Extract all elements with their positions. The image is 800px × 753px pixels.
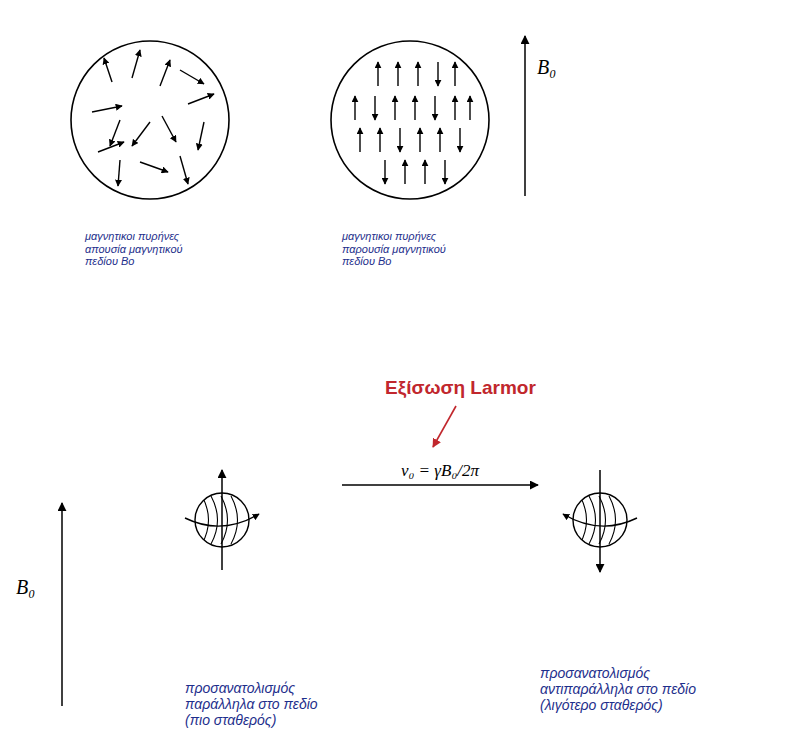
spin-arrow bbox=[414, 96, 415, 120]
spin-arrow bbox=[132, 122, 150, 146]
nuclei-circle bbox=[331, 41, 489, 199]
spin-arrow bbox=[377, 62, 378, 86]
spin-arrow bbox=[404, 160, 405, 184]
spin-axis bbox=[221, 470, 223, 570]
equation-title: Εξίσωση Larmor bbox=[385, 377, 536, 399]
spin-arrow bbox=[180, 156, 188, 184]
precession-arrow bbox=[563, 514, 637, 526]
nuclei-group: μαγνητικοι πυρήνες απουσία μαγνητικού πε… bbox=[70, 40, 230, 200]
spin-arrow bbox=[162, 116, 176, 142]
node-caption: προσανατολισμός παράλληλα στο πεδίο (πιο… bbox=[185, 680, 335, 728]
spin-arrow bbox=[140, 162, 168, 172]
equation: ν₀ = γB₀/2π bbox=[399, 461, 481, 481]
spin-arrow bbox=[118, 160, 120, 186]
node-caption: μαγνητικοι πυρήνες απουσία μαγνητικού πε… bbox=[85, 230, 215, 268]
precession-arrow bbox=[185, 514, 259, 526]
node-caption: μαγνητικοι πυρήνες παρουσία μαγνητικού π… bbox=[342, 230, 472, 268]
sphere-shading bbox=[211, 496, 218, 544]
circle-outline bbox=[330, 40, 490, 200]
spin-arrow bbox=[419, 128, 420, 152]
sphere-outline bbox=[560, 465, 640, 580]
spin-axis bbox=[599, 470, 601, 572]
spin-arrow bbox=[198, 122, 204, 150]
spin-arrow bbox=[444, 160, 445, 184]
sphere-shading bbox=[580, 496, 587, 544]
spin-arrow bbox=[132, 50, 140, 78]
spin-arrow bbox=[417, 62, 418, 86]
spin-arrow bbox=[399, 128, 400, 152]
sphere-shading bbox=[589, 496, 596, 544]
nucleus-node: προσανατολισμός παράλληλα στο πεδίο (πιο… bbox=[182, 465, 262, 580]
spin-arrow bbox=[394, 96, 395, 120]
field-arrow bbox=[61, 503, 63, 706]
spin-arrow bbox=[98, 142, 124, 152]
transition-arrow bbox=[342, 484, 538, 486]
nuclei-group: μαγνητικοι πυρήνες παρουσία μαγνητικού π… bbox=[330, 40, 490, 200]
spin-arrow bbox=[454, 96, 455, 120]
sphere-shading bbox=[231, 496, 238, 544]
spin-arrow bbox=[434, 96, 435, 120]
nucleus-node: προσανατολισμός αντιπαράλληλα στο πεδίο … bbox=[560, 465, 640, 580]
spin-arrow bbox=[104, 58, 112, 82]
spin-arrow bbox=[110, 120, 120, 146]
spin-arrow bbox=[180, 70, 204, 84]
spin-arrow bbox=[354, 96, 355, 120]
spin-arrow bbox=[459, 128, 460, 152]
spin-arrow bbox=[384, 160, 385, 184]
leader-line bbox=[433, 406, 456, 447]
spin-arrow bbox=[424, 160, 425, 184]
spin-arrow bbox=[469, 96, 470, 120]
field-arrow bbox=[524, 36, 526, 196]
nuclei-circle bbox=[71, 41, 229, 199]
spin-arrow bbox=[454, 62, 455, 86]
spin-arrow bbox=[397, 62, 398, 86]
field-label: B₀ bbox=[537, 56, 556, 79]
sphere-shading bbox=[202, 496, 209, 544]
spin-arrow bbox=[160, 60, 170, 86]
sphere-outline bbox=[182, 465, 262, 580]
spin-arrow bbox=[359, 128, 360, 152]
spin-arrow bbox=[374, 96, 375, 120]
sphere-shading bbox=[609, 496, 616, 544]
spin-arrow bbox=[437, 62, 438, 86]
node-caption: προσανατολισμός αντιπαράλληλα στο πεδίο … bbox=[540, 665, 715, 713]
spin-arrow bbox=[379, 128, 380, 152]
spin-arrow bbox=[92, 106, 122, 112]
field-label: B₀ bbox=[16, 576, 35, 599]
circle-outline bbox=[70, 40, 230, 200]
spin-arrow bbox=[188, 94, 214, 104]
spin-arrow bbox=[439, 128, 440, 152]
